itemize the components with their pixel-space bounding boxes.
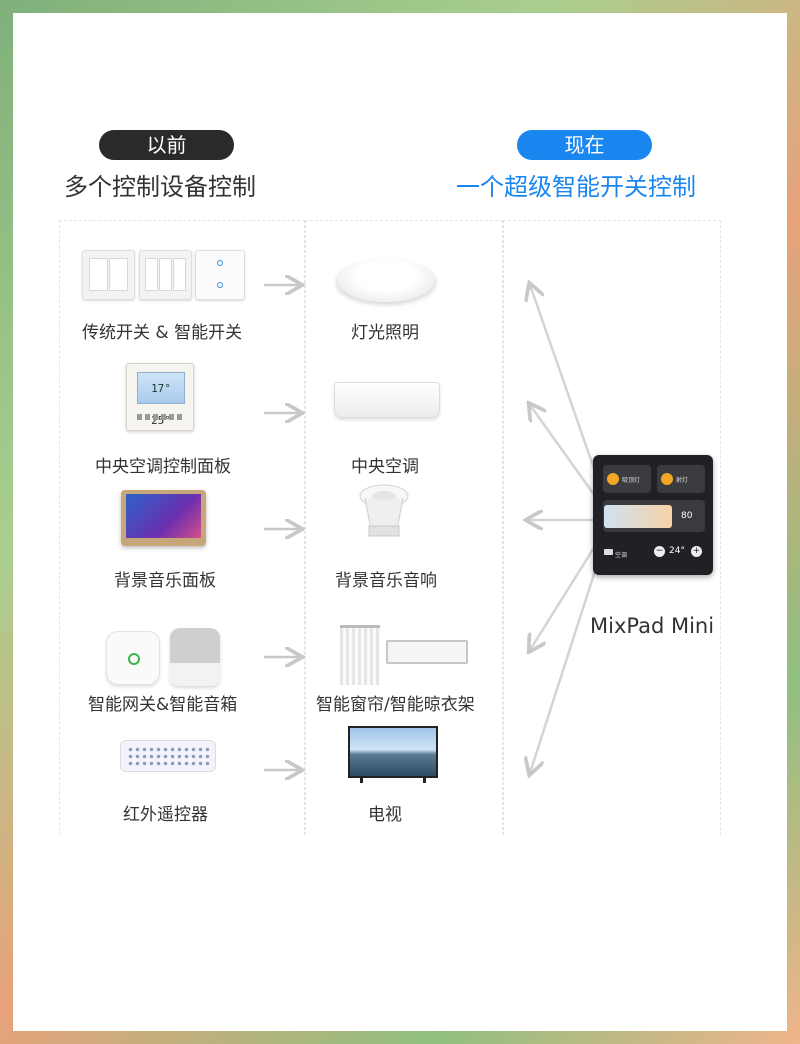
smart-speaker-icon: [170, 628, 220, 686]
ac-control-panel-icon: 17° 25°: [126, 363, 194, 431]
television-icon: [348, 726, 438, 778]
mixpad-tile1-label: 吸顶灯: [622, 477, 641, 484]
drying-rack-icon: [386, 640, 468, 664]
before-pill: 以前: [99, 130, 234, 160]
mixpad-ac-temp: 24°: [669, 546, 685, 556]
now-subtitle: 一个超级智能开关控制: [456, 173, 696, 201]
smart-curtain-icon: [340, 625, 380, 685]
row2-left-label: 中央空调控制面板: [95, 457, 231, 477]
plus-icon: +: [691, 546, 702, 557]
before-subtitle: 多个控制设备控制: [64, 173, 256, 201]
appliances-column: [305, 220, 503, 835]
mixpad-slider-value: 80: [681, 511, 693, 521]
air-conditioner-icon: [334, 382, 440, 418]
minus-icon: −: [654, 546, 665, 557]
row1-right-label: 灯光照明: [351, 323, 419, 343]
row3-right-label: 背景音乐音响: [335, 571, 437, 591]
row5-left-label: 红外遥控器: [123, 805, 208, 825]
mixpad-tile2-label: 射灯: [676, 477, 689, 484]
row3-left-label: 背景音乐面板: [114, 571, 216, 591]
mixpad-mini-device: 吸顶灯 射灯 80 空调 − 24° +: [593, 455, 713, 575]
ceiling-speaker-icon: [359, 484, 409, 537]
thermostat-display: 17° 25°: [137, 372, 185, 427]
ir-remote-icon: [120, 740, 216, 772]
now-pill: 现在: [517, 130, 652, 160]
mixpad-name-label: MixPad Mini: [590, 614, 715, 638]
ac-mini-icon: [604, 549, 613, 555]
now-device-column: [503, 220, 721, 835]
music-panel-icon: [121, 490, 206, 546]
row4-left-label: 智能网关&智能音箱: [88, 695, 238, 715]
row5-right-label: 电视: [368, 805, 402, 825]
smart-gateway-icon: [106, 631, 160, 685]
row2-right-label: 中央空调: [351, 457, 419, 477]
row1-left-label: 传统开关 & 智能开关: [82, 323, 243, 343]
row4-right-label: 智能窗帘/智能晾衣架: [316, 695, 475, 715]
ceiling-lamp-icon: [336, 258, 436, 302]
mixpad-ac-label: 空调: [615, 552, 628, 559]
